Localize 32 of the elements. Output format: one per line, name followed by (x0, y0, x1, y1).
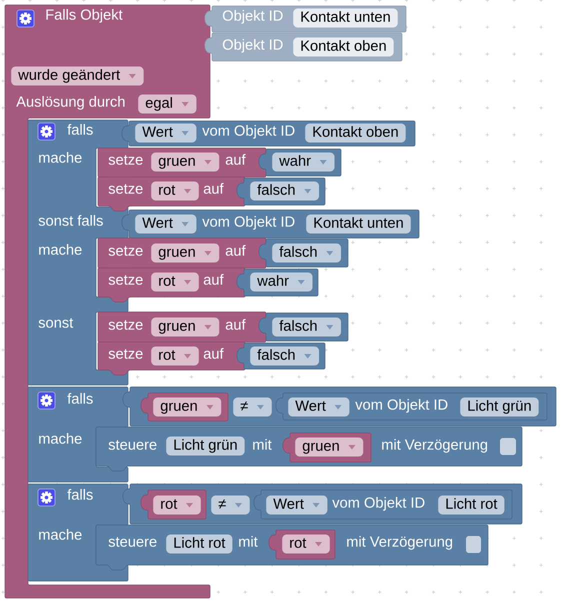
dropdown-field: Wert (288, 398, 350, 416)
dropdown-field: falsch (250, 346, 320, 366)
id-field: Licht grün (166, 436, 245, 456)
id-field: Kontakt oben (293, 38, 394, 56)
dropdown-field: gruen (153, 398, 222, 416)
id-field: Kontakt unten (306, 214, 411, 234)
dropdown-field: rot (153, 496, 201, 514)
dropdown-field: Wert (135, 124, 196, 142)
dropdown-field: wahr (250, 272, 312, 292)
id-field: Kontakt oben (305, 124, 406, 142)
dropdown-field: rot (151, 182, 199, 200)
dropdown-field: Wert (266, 496, 328, 514)
id-field: Licht rot (166, 534, 232, 554)
dropdown-field: Wert (135, 214, 196, 234)
dropdown-field: ≠ (211, 496, 250, 514)
dropdown-field: falsch (272, 244, 342, 262)
dropdown-field: falsch (250, 182, 320, 200)
dropdown-field: wurde geändert (11, 66, 144, 86)
dropdown-field: rot (151, 346, 199, 366)
dropdown-field: gruen (295, 438, 364, 456)
id-field: Licht rot (438, 496, 504, 514)
dropdown-field: gruen (151, 318, 220, 336)
dropdown-field: rot (282, 534, 330, 554)
dropdown-field: wahr (272, 152, 334, 172)
dropdown-field: gruen (151, 152, 220, 172)
id-field: Kontakt unten (293, 8, 398, 28)
dropdown-field: falsch (272, 318, 342, 336)
dropdown-field: egal (138, 94, 196, 114)
dropdown-field: gruen (151, 244, 220, 262)
dropdown-field: ≠ (233, 398, 272, 416)
id-field: Licht grün (460, 398, 539, 416)
dropdown-field: rot (151, 272, 199, 292)
